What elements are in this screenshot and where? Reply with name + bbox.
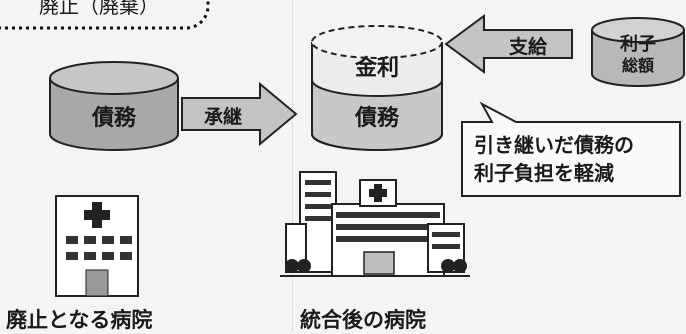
abolished-box-label: 廃止（廃棄） <box>39 0 159 18</box>
section-divider <box>292 0 293 333</box>
callout-line1: 引き継いだ債務の <box>474 133 634 157</box>
abolished-hospital-caption: 廃止となる病院 <box>6 308 153 332</box>
supply-arrow <box>444 14 573 74</box>
merged-cylinder-debt-label: 債務 <box>354 106 399 131</box>
debt-cylinder-label: 債務 <box>91 106 136 131</box>
supply-arrow-label: 支給 <box>508 36 547 58</box>
interest-total-label-line2: 総額 <box>621 56 654 75</box>
abolished-box <box>0 0 210 30</box>
interest-total-label-line1: 利子 <box>620 34 656 55</box>
debt-cylinder <box>49 61 179 151</box>
interest-total-cylinder <box>591 17 685 87</box>
abolished-hospital-icon <box>55 195 139 297</box>
merged-cylinder-interest-label: 金利 <box>354 56 399 81</box>
inherit-arrow-label: 承継 <box>203 106 242 128</box>
merged-hospital-icon <box>280 171 470 277</box>
inherit-arrow <box>181 81 298 147</box>
merged-hospital-caption: 統合後の病院 <box>300 308 426 332</box>
callout-line2: 利子負担を軽減 <box>474 161 614 185</box>
merged-cylinder <box>311 25 443 151</box>
callout-box <box>461 101 681 197</box>
